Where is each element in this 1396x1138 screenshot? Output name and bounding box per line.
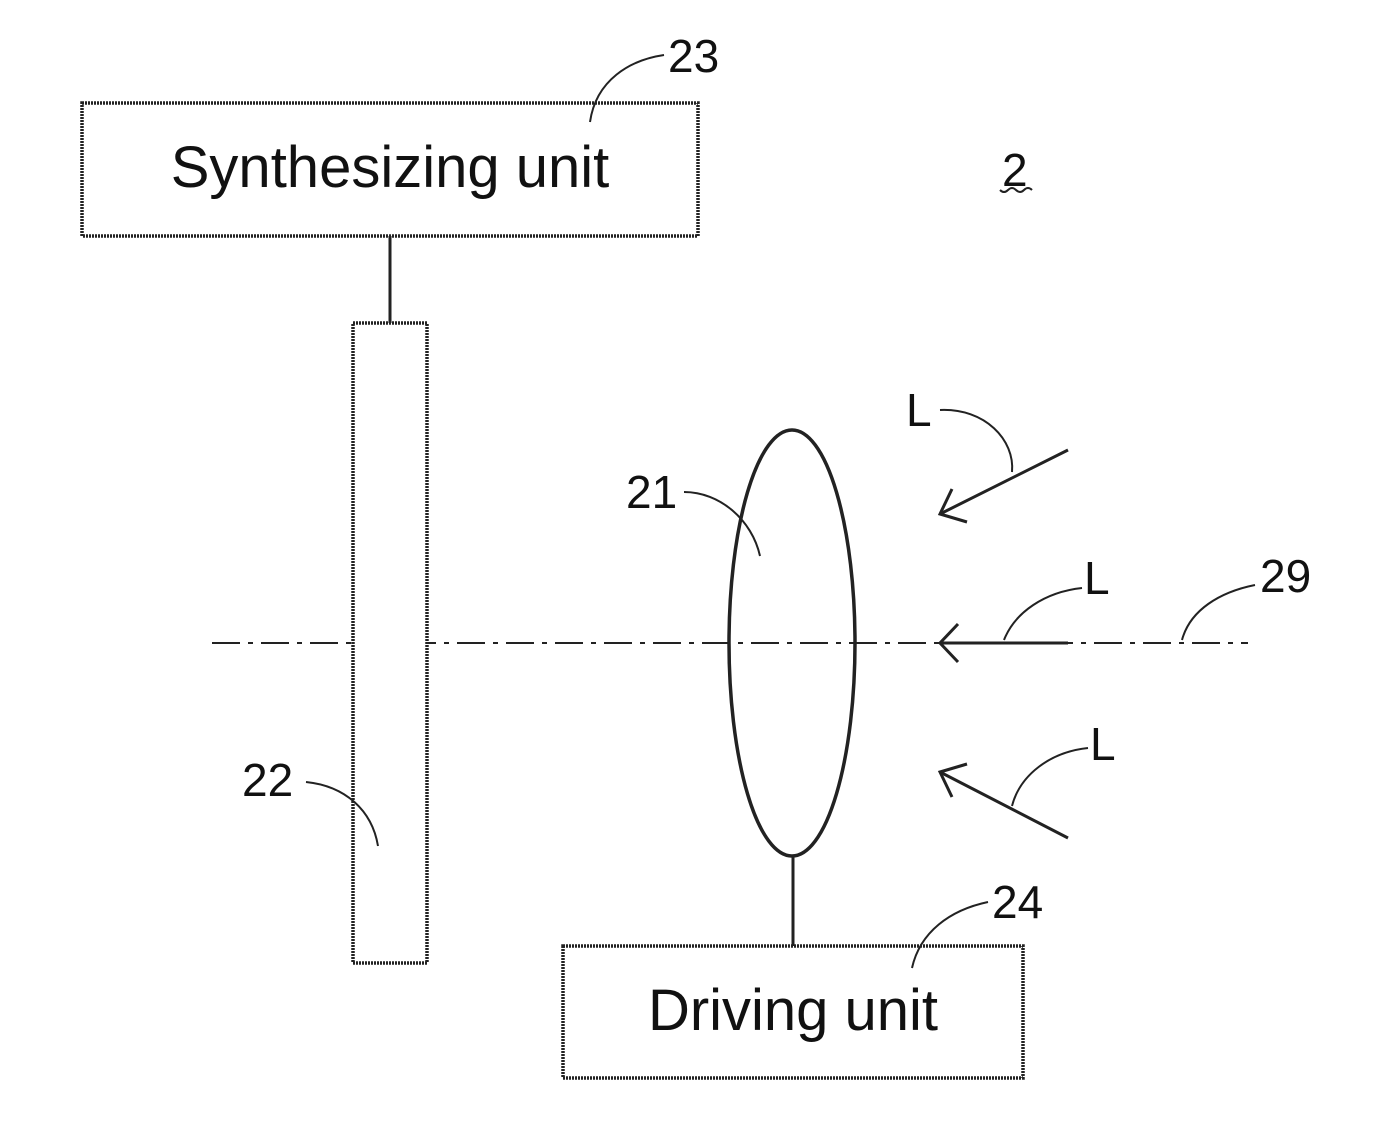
image-sensor xyxy=(353,323,427,963)
synthesizing-unit-label: Synthesizing unit xyxy=(171,135,609,200)
leader-line-29 xyxy=(1182,585,1255,640)
leader-line-L-upper xyxy=(940,410,1012,472)
ref-label-L-middle: L xyxy=(1084,552,1110,604)
leader-line-21 xyxy=(684,492,760,556)
leader-line-L-lower xyxy=(1012,748,1088,806)
ref-label-22: 22 xyxy=(242,754,293,806)
ref-label-L-upper: L xyxy=(906,384,932,436)
ref-label-24: 24 xyxy=(992,876,1043,928)
ref-label-L-lower: L xyxy=(1090,718,1116,770)
light-ray-upper xyxy=(940,450,1068,522)
driving-unit-label: Driving unit xyxy=(648,978,938,1043)
ref-label-29: 29 xyxy=(1260,550,1311,602)
ref-label-21: 21 xyxy=(626,466,677,518)
ref-label-2: 2 xyxy=(1002,144,1028,196)
light-ray-lower xyxy=(940,764,1068,838)
leader-line-L-middle xyxy=(1004,588,1082,640)
light-ray-middle xyxy=(940,624,1068,662)
ref-label-23: 23 xyxy=(668,30,719,82)
